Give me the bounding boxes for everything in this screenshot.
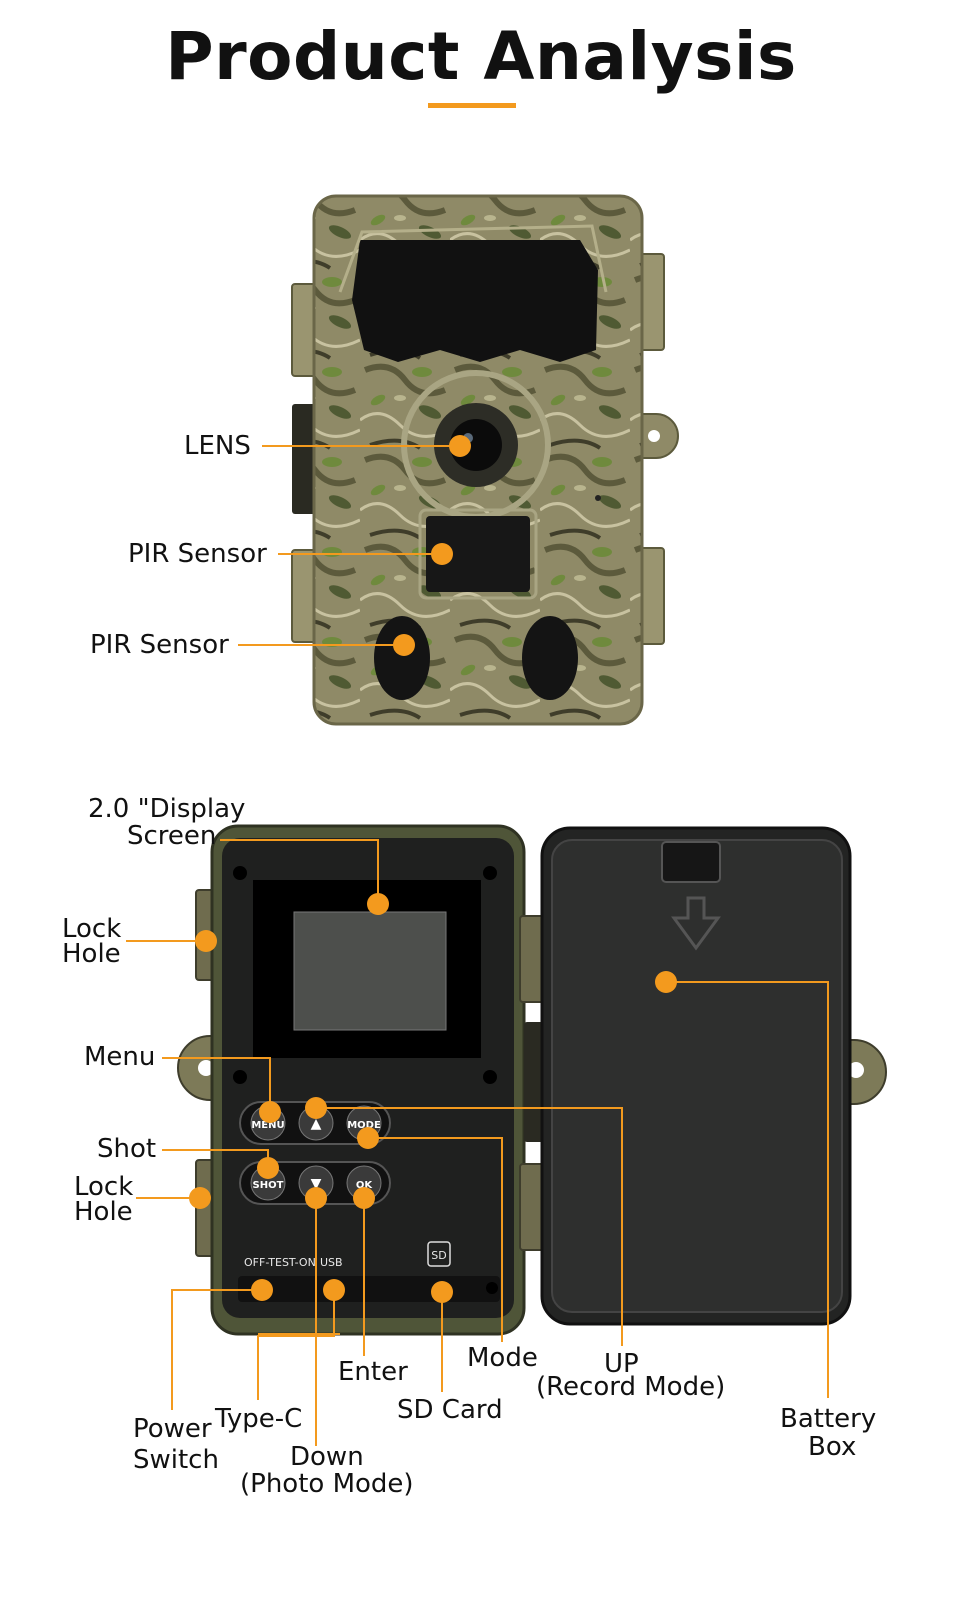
callout-dot-pir-1 (431, 543, 453, 565)
callout-dot-type-c (323, 1279, 345, 1301)
label-menu: Menu (84, 1042, 156, 1072)
label-battery-line2: Box (808, 1432, 857, 1462)
battery-compartment (551, 839, 843, 1313)
page-title: Product Analysis (165, 18, 797, 95)
latch (661, 841, 721, 883)
front-callout-lines (238, 435, 471, 656)
label-down-line1: Down (290, 1442, 364, 1472)
lens-glass (450, 419, 502, 471)
label-lock-hole-1-line2: Hole (62, 939, 121, 969)
label-pir-sensor-1: PIR Sensor (128, 539, 267, 569)
callout-dot-down (305, 1187, 327, 1209)
pir-sensor-left (374, 616, 430, 700)
callout-dot-lens (449, 435, 471, 457)
callout-dot-sd-card (431, 1281, 453, 1303)
label-type-c: Type-C (215, 1404, 303, 1434)
open-callout-dots (189, 893, 677, 1303)
label-mode: Mode (467, 1343, 538, 1373)
label-pir-sensor-2: PIR Sensor (90, 630, 229, 660)
ok-button-label: OK (356, 1180, 374, 1191)
up-button-glyph: ▲ (311, 1116, 322, 1132)
callout-dot-menu (259, 1101, 281, 1123)
pir-sensor-right (522, 616, 578, 700)
label-display-line1: 2.0 "Display (88, 794, 246, 824)
label-enter: Enter (338, 1357, 408, 1387)
callout-dot-shot (257, 1157, 279, 1179)
callout-dot-lock-hole-2 (189, 1187, 211, 1209)
label-power-switch-line2: Switch (133, 1445, 219, 1475)
label-display-line2: Screen (127, 821, 217, 851)
down-button-glyph: ▼ (311, 1176, 322, 1192)
label-up-line1: UP (604, 1349, 639, 1379)
open-callout-lines (126, 839, 829, 1446)
label-battery-line1: Battery (780, 1404, 877, 1434)
label-up-line2: (Record Mode) (536, 1372, 726, 1402)
callout-dot-lock-hole-1 (195, 930, 217, 952)
sd-icon (427, 1241, 451, 1267)
usb-label: USB (320, 1256, 343, 1269)
title-underline (428, 103, 516, 108)
callout-dot-display (367, 893, 389, 915)
label-shot: Shot (97, 1134, 157, 1164)
mode-button-label: MODE (347, 1120, 381, 1131)
left-hinge (292, 404, 316, 514)
arrow-down-icon (671, 896, 721, 951)
callout-dot-mode (357, 1127, 379, 1149)
strap-hole (648, 430, 660, 442)
label-lens: LENS (184, 431, 251, 461)
port-strip (238, 1276, 500, 1302)
front-camera (291, 194, 679, 726)
callout-dot-battery (655, 971, 677, 993)
display-screen (293, 911, 447, 1031)
label-sd-card: SD Card (397, 1395, 503, 1425)
switch-label: OFF-TEST-ON (244, 1256, 316, 1269)
callout-dot-up (305, 1097, 327, 1119)
callout-dot-power-switch (251, 1279, 273, 1301)
shot-button-label: SHOT (253, 1180, 284, 1191)
open-camera: MENU ▲ MODE SHOT ▼ OK OFF-TEST-ON USB SD (177, 824, 887, 1336)
label-power-switch-line1: Power (133, 1414, 212, 1444)
label-down-line2: (Photo Mode) (240, 1469, 414, 1499)
callout-dot-enter (353, 1187, 375, 1209)
ir-led-window (352, 240, 598, 362)
menu-button-label: MENU (251, 1120, 284, 1131)
callout-dot-pir-2 (393, 634, 415, 656)
label-lock-hole-2-line1: Lock (74, 1172, 134, 1202)
pir-sensor-window (426, 516, 530, 592)
label-lock-hole-2-line2: Hole (74, 1197, 133, 1227)
sd-icon-label: SD (431, 1249, 446, 1262)
label-lock-hole-1-line1: Lock (62, 914, 122, 944)
